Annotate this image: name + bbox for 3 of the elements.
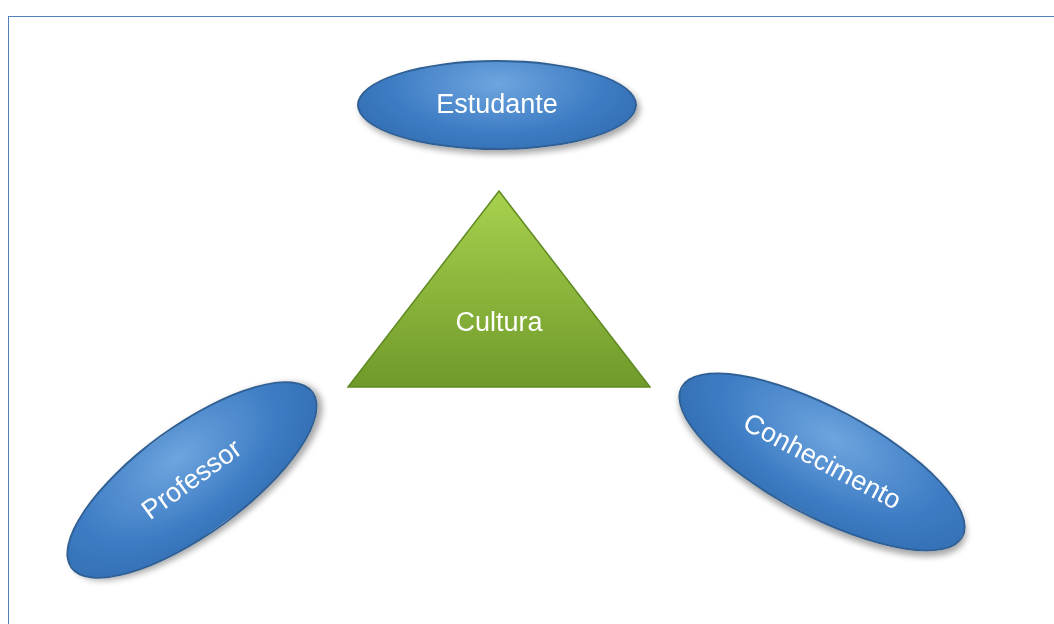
triangle-node xyxy=(347,190,651,388)
node-label: Estudante xyxy=(436,88,558,122)
node-label: Cultura xyxy=(455,306,543,339)
